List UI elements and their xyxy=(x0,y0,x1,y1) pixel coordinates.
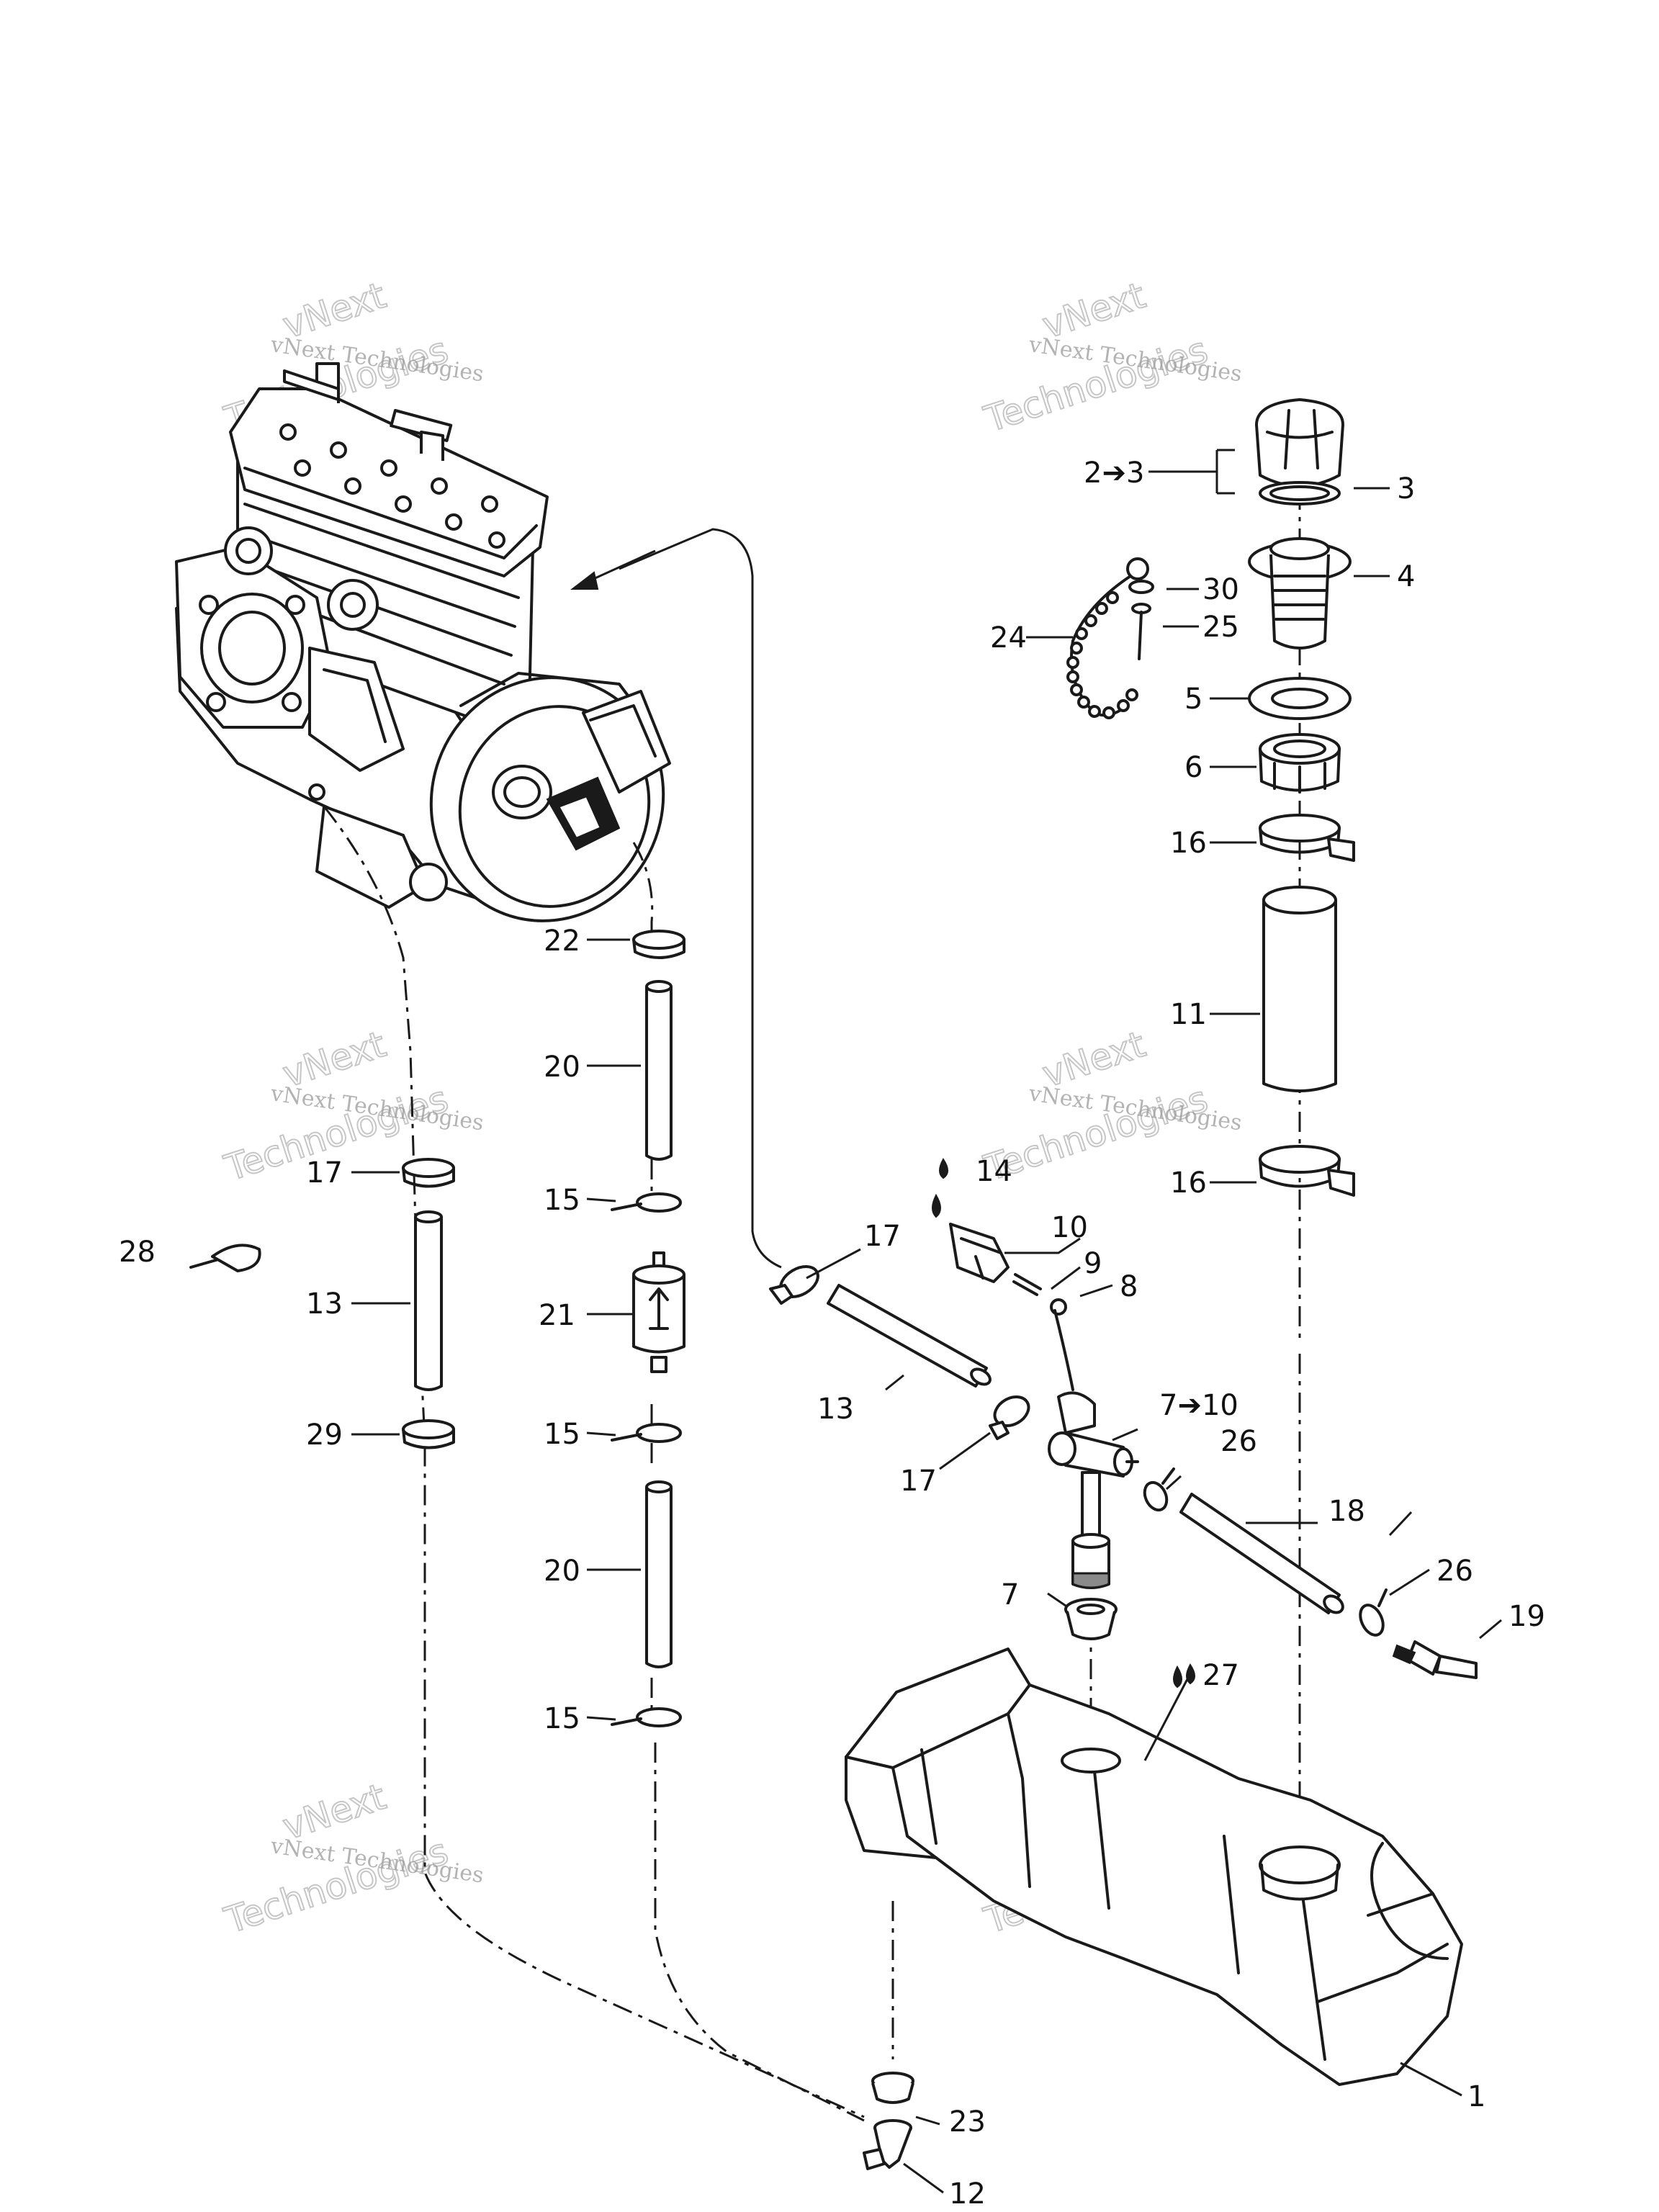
part-11-hose xyxy=(1262,886,1337,1092)
callout-3: 3 xyxy=(1397,472,1415,505)
callout-23: 23 xyxy=(949,2105,986,2139)
part-20-hose-lower xyxy=(645,1480,673,1668)
water-drop-icon xyxy=(1186,1663,1195,1685)
leader-lines xyxy=(351,449,1502,2194)
callout-6: 6 xyxy=(1184,751,1202,784)
water-drop-icon xyxy=(939,1158,948,1179)
part-9-pin xyxy=(1012,1273,1042,1296)
callout-9: 9 xyxy=(1084,1247,1102,1280)
callout-26-upper: 26 xyxy=(1220,1425,1257,1458)
part-28-tie-wrap xyxy=(189,1244,261,1272)
part-23-grommet xyxy=(871,2072,914,2104)
part-16-clamp-bottom xyxy=(1259,1145,1355,1197)
callout-11: 11 xyxy=(1170,998,1207,1031)
callout-17-lower: 17 xyxy=(900,1465,937,1498)
callout-16-bottom: 16 xyxy=(1170,1166,1207,1200)
callout-15-b: 15 xyxy=(544,1418,580,1451)
callout-18: 18 xyxy=(1328,1495,1365,1528)
part-13-hose-center xyxy=(827,1284,992,1388)
callout-13-center: 13 xyxy=(817,1393,854,1426)
part-15-clamp-b xyxy=(611,1423,682,1443)
callout-20-lower: 20 xyxy=(544,1555,580,1588)
callouts: 1 2➔3 3 4 30 25 24 5 6 16 11 16 18 26 26… xyxy=(119,457,1545,2211)
callout-28: 28 xyxy=(119,1236,156,1269)
callout-27: 27 xyxy=(1202,1659,1239,1692)
part-21-fuel-filter xyxy=(632,1251,685,1373)
head-bolts xyxy=(279,423,505,549)
callout-1: 1 xyxy=(1467,2080,1485,2113)
part-14-grease xyxy=(932,1193,941,1218)
part-19-check-valve xyxy=(1392,1640,1478,1679)
part-29-clamp xyxy=(402,1419,455,1449)
callout-24: 24 xyxy=(990,621,1027,655)
callout-25: 25 xyxy=(1202,611,1239,644)
part-8-wire-loop xyxy=(1050,1298,1074,1391)
part-5-gasket xyxy=(1248,677,1352,720)
part-17-clamp-lower xyxy=(989,1395,1030,1440)
callout-19: 19 xyxy=(1509,1600,1545,1633)
callout-16-top: 16 xyxy=(1170,827,1207,860)
callout-5: 5 xyxy=(1184,683,1202,716)
part-22-clamp xyxy=(632,930,685,959)
part-17-clamp-upper xyxy=(769,1265,819,1305)
part-25-rivet xyxy=(1131,603,1151,660)
part-13-hose-left xyxy=(414,1210,443,1391)
part-7-grommet xyxy=(1064,1598,1118,1640)
callout-15-a: 15 xyxy=(544,1184,580,1217)
part-24-tether-chain xyxy=(1066,557,1149,719)
part-27-sealant xyxy=(1173,1665,1182,1689)
callout-26-lower: 26 xyxy=(1437,1555,1473,1588)
part-7-to-10-valve-assembly xyxy=(1048,1391,1139,1589)
watermark-top-right: vNext Technologies vNext Technologies xyxy=(979,274,1244,441)
part-18-vent-hose xyxy=(1179,1493,1344,1614)
part-3-filler-cap xyxy=(1255,398,1344,505)
part-17-clamp-left xyxy=(402,1158,455,1188)
callout-10: 10 xyxy=(1051,1211,1088,1244)
callout-7: 7 xyxy=(1001,1578,1019,1611)
part-1-fuel-tank xyxy=(845,1647,1463,2086)
callout-17-upper: 17 xyxy=(864,1220,901,1253)
callout-15-c: 15 xyxy=(544,1702,580,1735)
part-26-clamp-lower xyxy=(1359,1588,1388,1637)
routing-lines xyxy=(323,490,1301,2122)
callout-17-left: 17 xyxy=(306,1156,343,1190)
callout-8: 8 xyxy=(1120,1270,1138,1303)
watermark-bottom-left: vNext Technologies vNext Technologies xyxy=(219,1775,485,1943)
callout-13-left: 13 xyxy=(306,1287,343,1321)
part-26-clamp-upper xyxy=(1143,1467,1175,1512)
callout-30: 30 xyxy=(1202,573,1239,606)
part-12-fuel-pickup xyxy=(863,2119,912,2170)
engine-assembly xyxy=(175,362,671,922)
part-16-clamp-top xyxy=(1259,814,1355,862)
callout-21: 21 xyxy=(539,1299,575,1332)
part-6-nut xyxy=(1259,733,1341,793)
part-10-valve-body xyxy=(949,1223,1010,1283)
callout-20-upper: 20 xyxy=(544,1051,580,1084)
part-15-clamp-a xyxy=(611,1192,682,1213)
part-20-hose-upper xyxy=(645,980,673,1161)
callout-29: 29 xyxy=(306,1419,343,1452)
callout-7-to-10: 7➔10 xyxy=(1159,1389,1238,1422)
callout-4: 4 xyxy=(1397,560,1415,593)
right-arrow-icon xyxy=(570,549,656,590)
callout-12: 12 xyxy=(949,2177,986,2211)
part-15-clamp-c xyxy=(611,1707,682,1727)
watermark-mid-right: vNext Technologies vNext Technologies xyxy=(979,1022,1244,1190)
part-30-washer xyxy=(1128,580,1154,594)
chain-beads xyxy=(1066,591,1138,719)
callout-2-to-3: 2➔3 xyxy=(1084,457,1144,490)
part-4-filler-neck xyxy=(1248,537,1352,649)
callout-22: 22 xyxy=(544,925,580,958)
callout-14: 14 xyxy=(976,1155,1012,1188)
